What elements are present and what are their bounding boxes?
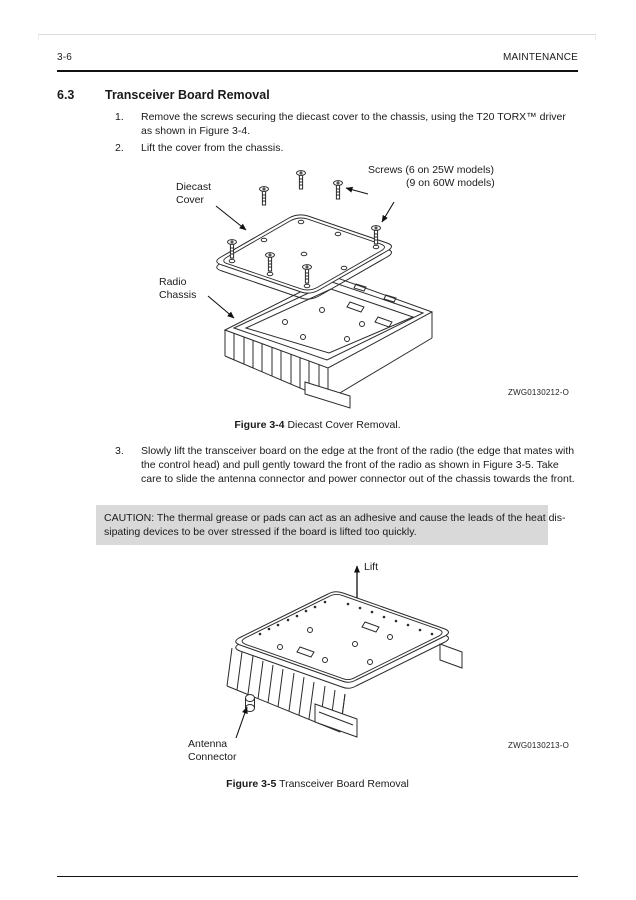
bottom-rule <box>57 876 578 877</box>
figure-3-5-caption-text: Transceiver Board Removal <box>276 778 409 790</box>
antenna-connector-drawing <box>245 694 255 712</box>
step-1-number: 1. <box>115 111 124 123</box>
label-diecast-cover: Diecast Cover <box>176 181 212 206</box>
figure-3-4-code: ZWG0130212-O <box>508 388 570 397</box>
label-screws: Screws (6 on 25W models) (9 on 60W model… <box>368 164 495 190</box>
section-heading: 6.3 Transceiver Board Removal <box>57 88 270 102</box>
transceiver-board-drawing <box>235 591 449 689</box>
figure-3-4-drawing <box>207 170 434 409</box>
step-3-number: 3. <box>115 445 124 457</box>
antenna-connector-arrow <box>235 706 248 739</box>
heatsink-fins <box>224 330 320 396</box>
step-3: 3. Slowly lift the transceiver board on … <box>115 444 578 486</box>
diecast-cover-drawing <box>216 214 392 300</box>
figure-3-4-caption-number: Figure 3-4 <box>234 419 285 431</box>
figure-3-4-caption: Figure 3-4 Diecast Cover Removal. <box>57 419 578 431</box>
step-1: 1. Remove the screws securing the diecas… <box>115 110 578 138</box>
page-number: 3-6 <box>57 52 73 63</box>
section-number: 6.3 <box>57 88 75 102</box>
power-connector-drawing <box>439 643 463 669</box>
label-screws-line2: (9 on 60W models) <box>406 177 495 189</box>
chassis-interior-board <box>244 288 415 354</box>
caution-line2: sipating devices to be over stressed if … <box>104 526 417 538</box>
figure-3-5-code: ZWG0130213-O <box>508 741 570 750</box>
figure-3-5-caption: Figure 3-5 Transceiver Board Removal <box>57 778 578 790</box>
radio-chassis-arrow <box>207 295 235 319</box>
header-rule <box>57 70 578 72</box>
label-radio-chassis: Radio Chassis <box>159 276 197 301</box>
caution-box: CAUTION: The thermal grease or pads can … <box>96 505 566 545</box>
step-1-text: Remove the screws securing the diecast c… <box>141 111 566 137</box>
chassis-front-bump <box>304 381 351 409</box>
page-header: 3-6 MAINTENANCE <box>57 52 578 63</box>
label-antenna-connector: Antenna Connector <box>188 738 237 763</box>
scan-edge <box>38 34 596 40</box>
step-2-number: 2. <box>115 142 124 154</box>
label-screws-line1: Screws (6 on 25W models) <box>368 164 495 176</box>
accessory-connector-drawing <box>314 703 358 738</box>
radio-chassis-drawing <box>223 275 434 409</box>
figure-3-4-caption-text: Diecast Cover Removal. <box>284 419 401 431</box>
label-lift: Lift <box>364 561 379 573</box>
step-2-text: Lift the cover from the chassis. <box>141 142 284 154</box>
screws-arrow-left <box>345 186 369 195</box>
connector-pin-rows <box>258 600 434 636</box>
screws-arrow-right <box>381 201 395 223</box>
step-2: 2. Lift the cover from the chassis. <box>115 141 578 155</box>
figure-3-5-drawing <box>226 565 463 739</box>
header-title: MAINTENANCE <box>503 52 578 63</box>
diecast-cover-arrow <box>215 205 247 231</box>
step-3-text: Slowly lift the transceiver board on the… <box>141 445 575 485</box>
section-title: Transceiver Board Removal <box>105 88 270 102</box>
figure-3-5-caption-number: Figure 3-5 <box>226 778 277 790</box>
caution-line1: CAUTION: The thermal grease or pads can … <box>104 512 566 524</box>
